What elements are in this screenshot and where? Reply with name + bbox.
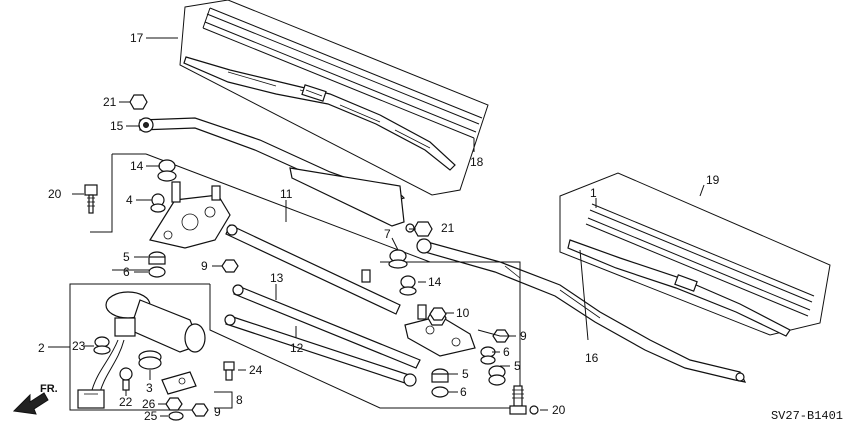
callout-9b: 9 xyxy=(520,329,527,343)
callout-15: 15 xyxy=(110,119,124,133)
diagram-code: SV27-B1401 xyxy=(771,409,843,423)
pivot-group xyxy=(209,221,521,409)
callout-16: 16 xyxy=(585,351,599,365)
motor-group xyxy=(69,283,235,421)
callout-18: 18 xyxy=(470,155,484,169)
callout-7: 7 xyxy=(384,227,391,241)
callout-8: 8 xyxy=(236,393,243,407)
callout-26: 26 xyxy=(142,397,156,411)
callout-numbers: 17 18 21 15 14 20 4 5 6 11 7 21 9 13 14 … xyxy=(38,31,720,423)
bolt-right xyxy=(509,385,539,415)
callout-17: 17 xyxy=(130,31,144,45)
callout-5c: 5 xyxy=(462,367,469,381)
leader-lines xyxy=(48,37,705,417)
callout-13: 13 xyxy=(270,271,284,285)
right-blade-kit xyxy=(559,172,831,337)
callout-20b: 20 xyxy=(552,403,566,417)
callout-1: 1 xyxy=(590,186,597,200)
callout-5: 5 xyxy=(123,250,130,264)
callout-12: 12 xyxy=(290,341,304,355)
front-direction-arrow: FR. xyxy=(12,383,58,415)
callout-21b: 21 xyxy=(441,221,455,235)
callout-5b: 5 xyxy=(514,359,521,373)
callout-10: 10 xyxy=(456,306,470,320)
upper-blade-kit xyxy=(179,0,489,196)
wiper-arm-driver xyxy=(138,117,415,233)
callout-6c: 6 xyxy=(460,385,467,399)
callout-14: 14 xyxy=(130,159,144,173)
callout-21: 21 xyxy=(103,95,117,109)
callout-20: 20 xyxy=(48,187,62,201)
callout-2: 2 xyxy=(38,341,45,355)
callout-6: 6 xyxy=(123,265,130,279)
callout-19: 19 xyxy=(706,173,720,187)
callout-23: 23 xyxy=(72,339,86,353)
wiper-arm-passenger xyxy=(416,238,747,383)
callout-24: 24 xyxy=(249,363,263,377)
linkage-arms xyxy=(224,224,476,387)
callout-3: 3 xyxy=(146,381,153,395)
callout-14b: 14 xyxy=(428,275,442,289)
callout-6b: 6 xyxy=(503,345,510,359)
callout-25: 25 xyxy=(144,409,158,423)
callout-11: 11 xyxy=(280,187,293,201)
front-direction-label: FR. xyxy=(40,383,58,395)
callout-22: 22 xyxy=(119,395,133,409)
callout-9: 9 xyxy=(201,259,208,273)
callout-4: 4 xyxy=(126,193,133,207)
mount-bracket-group xyxy=(84,94,431,278)
callout-9c: 9 xyxy=(214,405,221,419)
